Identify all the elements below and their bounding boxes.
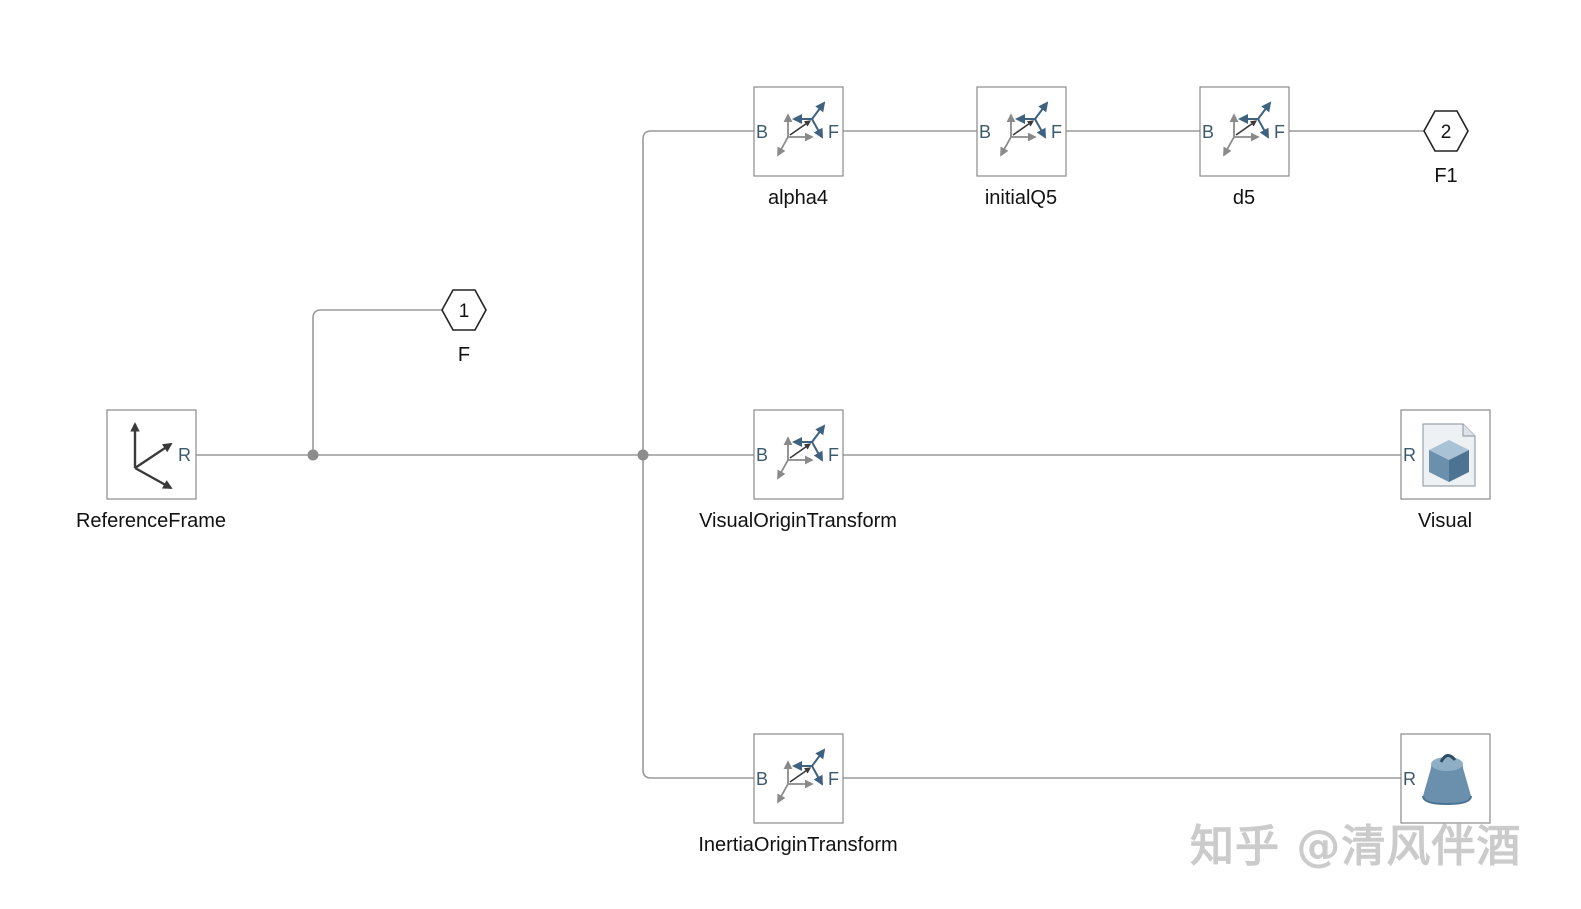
zhihu-watermark: 知乎 @清风伴酒 [1190,821,1522,872]
port-f-label: F [1274,122,1285,142]
initialq5-transform-block[interactable]: B F initialQ5 [976,86,1067,209]
inertia-origin-transform-block[interactable]: B F InertiaOriginTransform [698,733,898,856]
port-1-label: F [458,344,470,366]
connection-port-1[interactable]: 1 F [441,289,487,366]
port-r-label: R [1403,769,1416,789]
initialq5-label: initialQ5 [985,187,1057,209]
inertia-weight-icon [1422,754,1472,806]
reference-frame-label: ReferenceFrame [76,510,226,532]
branch-point-2 [637,449,649,461]
alpha4-transform-block[interactable]: B F alpha4 [753,86,844,209]
reference-frame-block[interactable]: R ReferenceFrame [76,409,226,532]
wire-junction1-to-port1[interactable] [312,309,444,455]
port-2-label: F1 [1434,165,1457,187]
port-r-label: R [178,445,191,465]
d5-label: d5 [1233,187,1255,209]
visual-block[interactable]: R Visual [1400,409,1491,532]
visual-origin-transform-label: VisualOriginTransform [699,510,897,532]
d5-transform-block[interactable]: B F d5 [1199,86,1290,209]
port-f-label: F [828,445,839,465]
wire-junction2-to-alpha4[interactable] [642,130,754,455]
port-2-number: 2 [1441,122,1452,143]
port-f-label: F [828,769,839,789]
port-b-label: B [979,122,991,142]
inertia-block[interactable]: R [1400,733,1491,824]
alpha4-label: alpha4 [768,187,828,209]
port-r-label: R [1403,445,1416,465]
port-f-label: F [1051,122,1062,142]
port-b-label: B [756,122,768,142]
inertia-origin-transform-label: InertiaOriginTransform [698,834,897,856]
visual-origin-transform-block[interactable]: B F VisualOriginTransform [699,409,897,532]
connection-lines [196,130,1425,779]
port-b-label: B [756,445,768,465]
branch-point-1 [307,449,319,461]
port-b-label: B [756,769,768,789]
port-b-label: B [1202,122,1214,142]
port-1-number: 1 [459,301,470,322]
file-solid-icon [1422,423,1476,487]
connection-port-2[interactable]: 2 F1 [1423,110,1469,187]
reference-frame-icon [130,422,173,490]
port-f-label: F [828,122,839,142]
visual-label: Visual [1418,510,1472,532]
wire-junction2-to-inertia-transform[interactable] [642,455,754,779]
